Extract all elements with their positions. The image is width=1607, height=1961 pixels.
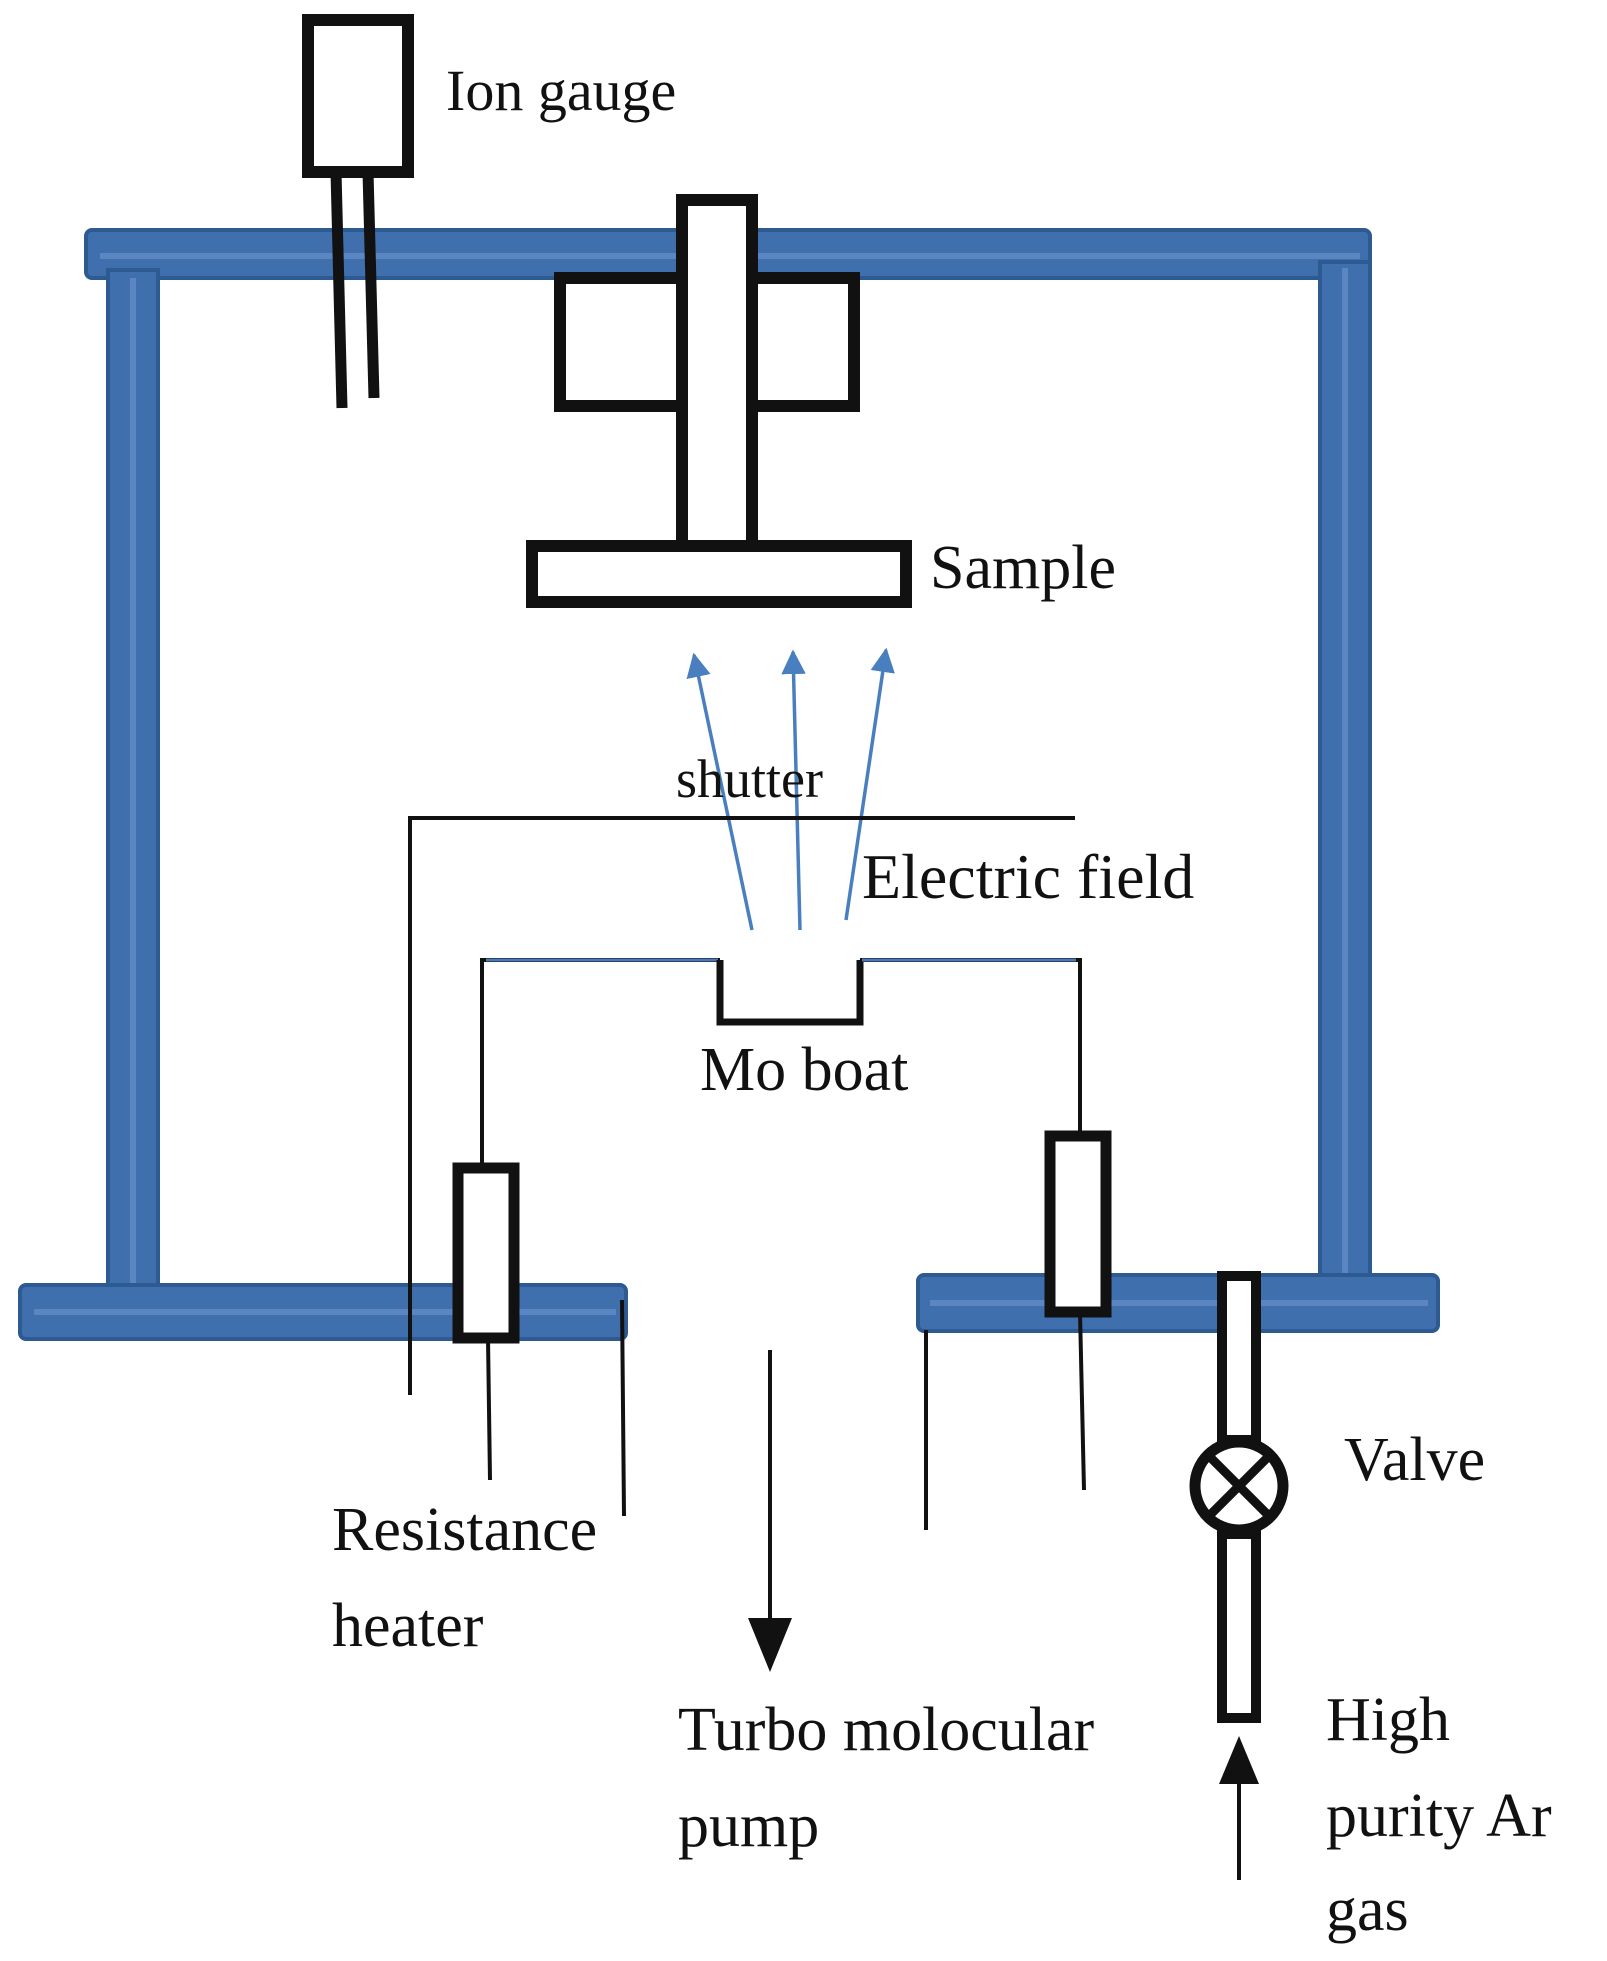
- resistance-heater-label-line1: Resistance: [332, 1496, 597, 1564]
- mo-boat-label: Mo boat: [700, 1036, 908, 1104]
- shutter-label: shutter: [676, 749, 823, 809]
- holder-rod: [676, 194, 758, 552]
- gas-inlet: [1189, 1271, 1289, 1880]
- gas-label-line2: purity Ar: [1326, 1782, 1552, 1850]
- feedthrough-left-body: [452, 1162, 520, 1344]
- gas-label-line1: High: [1326, 1686, 1450, 1754]
- feedthrough-right: [1044, 1130, 1112, 1491]
- gas-inlet-upper-pipe: [1217, 1271, 1261, 1445]
- feedthrough-left-lead: [486, 1337, 492, 1481]
- flux-arrow-center: [781, 649, 806, 931]
- sample-plate: [526, 540, 912, 608]
- pump-port-left-wall: [620, 1299, 626, 1517]
- pump-label-line2: pump: [678, 1792, 819, 1860]
- feedthrough-right-body: [1044, 1130, 1112, 1318]
- sample-holder: [526, 194, 912, 608]
- resistance-heater-label-line2: heater: [332, 1592, 484, 1660]
- ion-gauge-body: [302, 14, 414, 178]
- evaporation-flux-arrows: [686, 647, 895, 931]
- shutter: [408, 816, 1075, 1395]
- valve-cross-b: [1207, 1454, 1271, 1518]
- ion-gauge-lead-right: [362, 171, 380, 399]
- gas-inlet-lower-pipe: [1217, 1529, 1261, 1723]
- feedthrough-left: [452, 1162, 520, 1481]
- gas-arrow-head: [1219, 1736, 1259, 1784]
- flux-arrow-left: [686, 652, 754, 931]
- pump-port: [620, 1299, 928, 1672]
- electric-field-label: Electric field: [862, 841, 1194, 912]
- pump-label-line1: Turbo molocular: [678, 1696, 1095, 1764]
- shutter-line: [408, 816, 1075, 1395]
- ion-gauge: [302, 14, 414, 409]
- ion-gauge-lead-left: [330, 171, 348, 409]
- chamber-walls: [18, 228, 1440, 1341]
- pump-arrow-head: [748, 1618, 792, 1672]
- sample-label: Sample: [930, 534, 1116, 602]
- boat-wire-left: [480, 958, 720, 1170]
- mo-boat: [716, 960, 864, 1026]
- flux-arrow-right: [844, 647, 895, 921]
- feedthrough-right-lead: [1078, 1311, 1086, 1491]
- gas-label-line3: gas: [1326, 1876, 1409, 1944]
- ion-gauge-label: Ion gauge: [446, 58, 676, 123]
- mo-boat-assembly: [480, 958, 1082, 1170]
- valve-label: Valve: [1344, 1426, 1485, 1494]
